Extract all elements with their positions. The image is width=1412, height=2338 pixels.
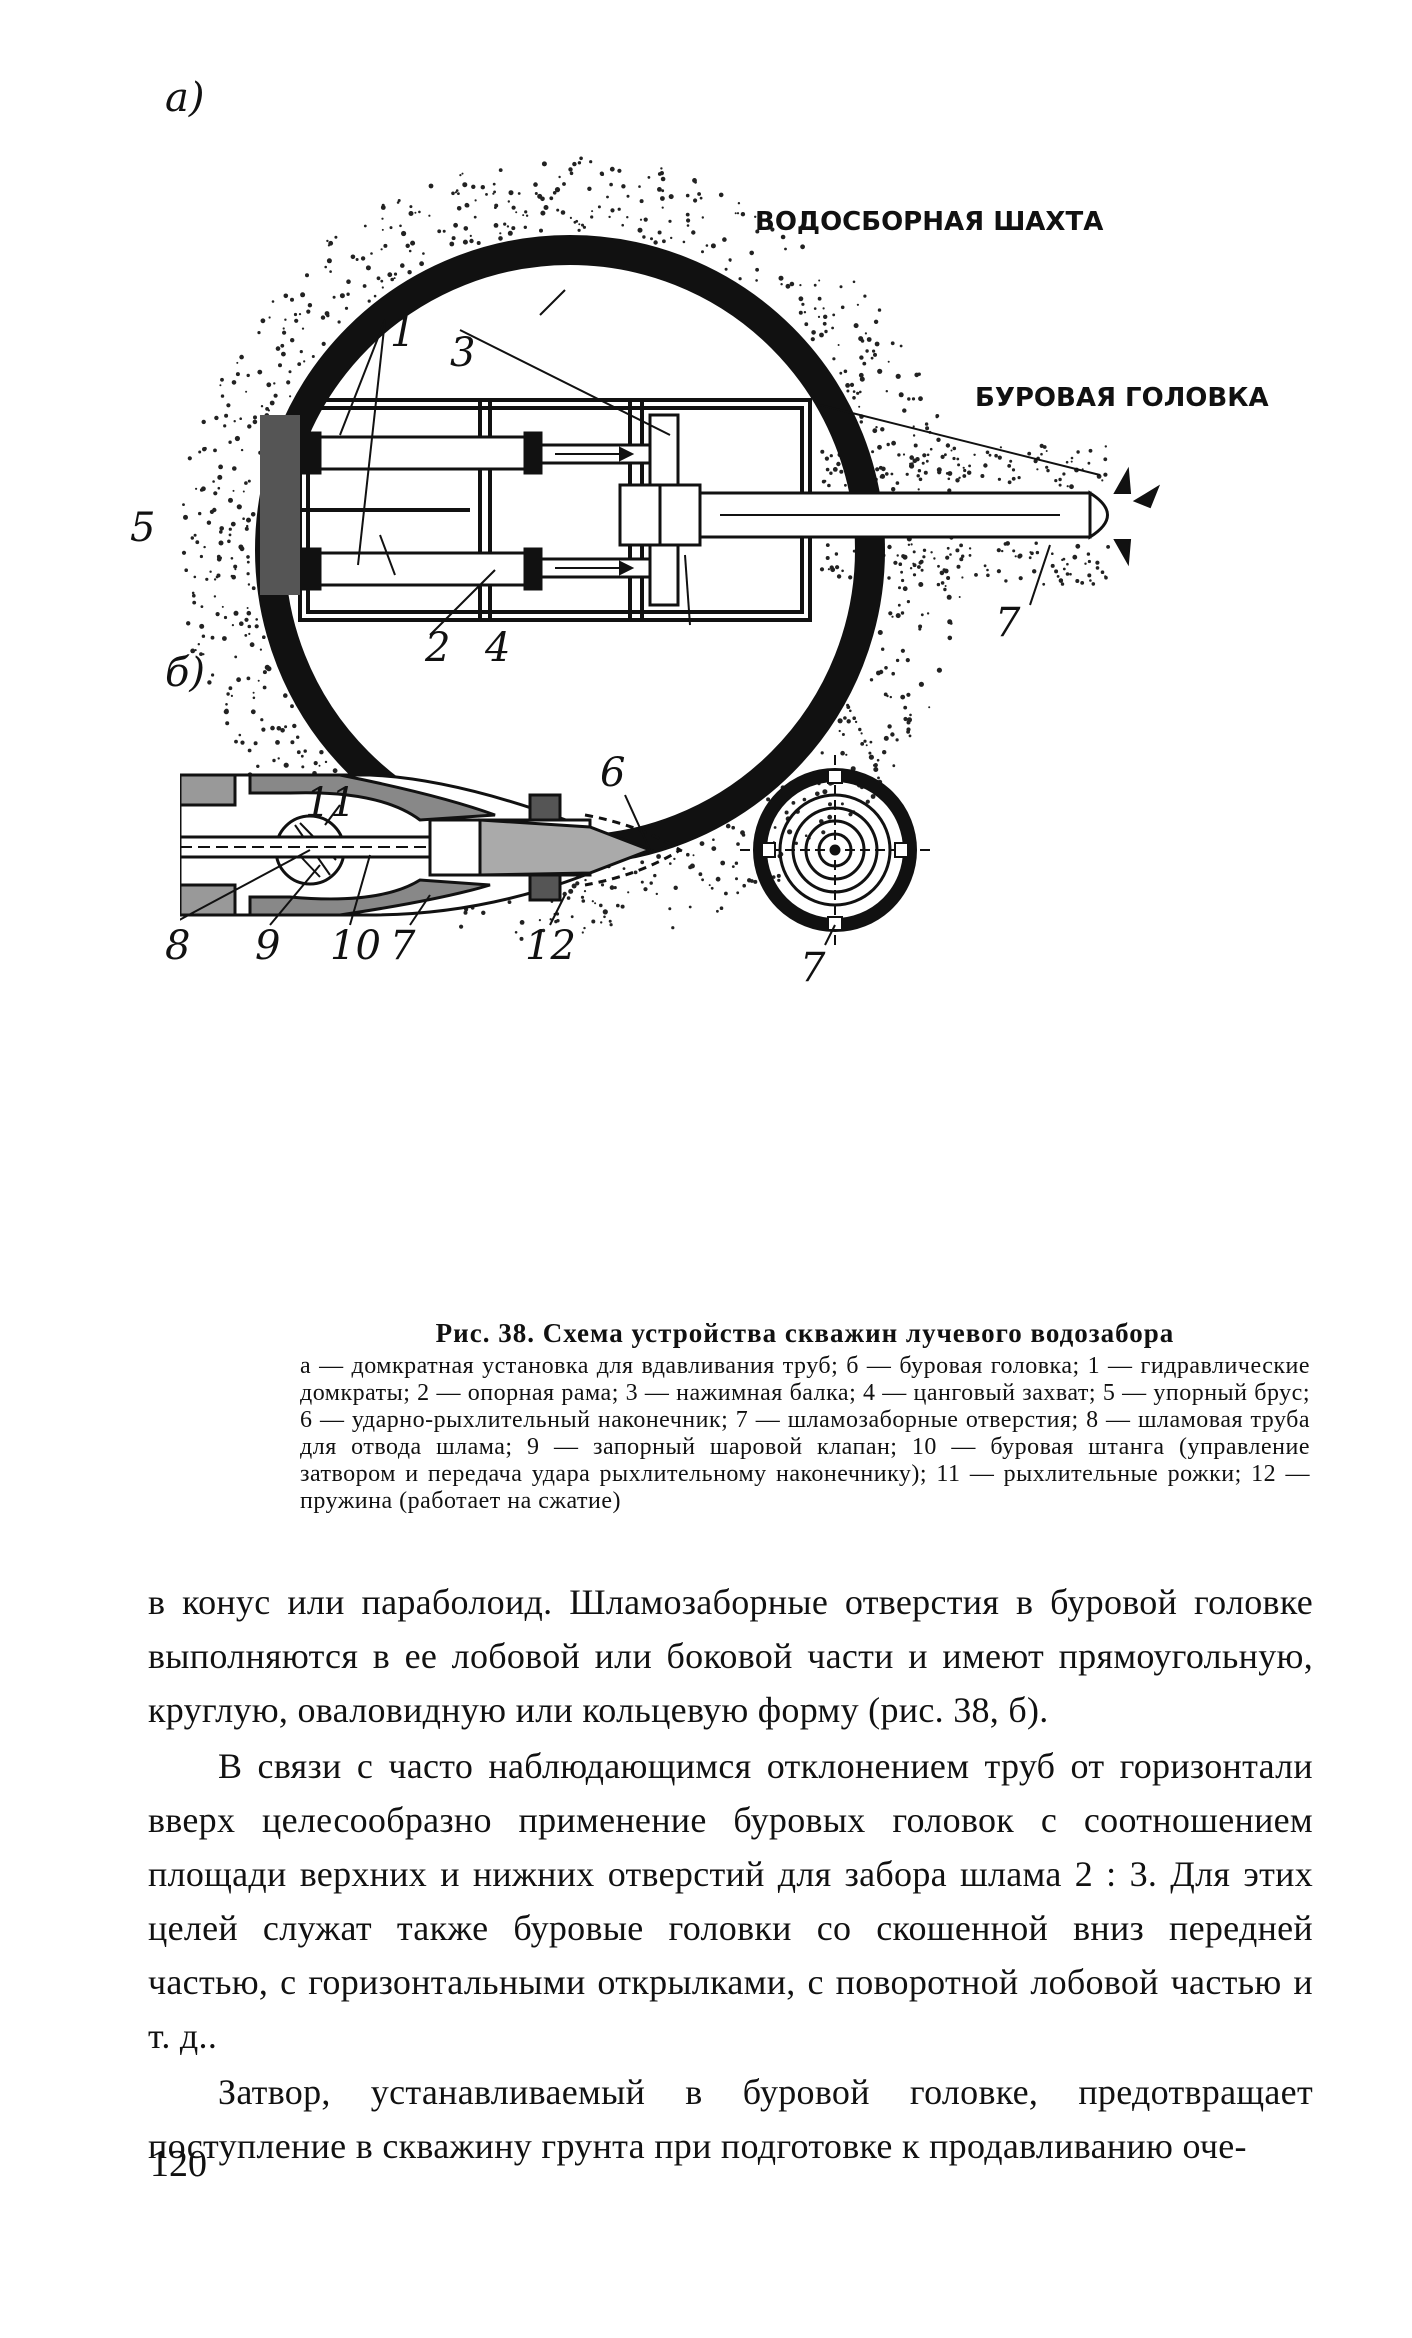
figure-drawing	[180, 156, 1161, 946]
drill-head-callout: БУРОВАЯ ГОЛОВКА	[975, 383, 1269, 413]
label-10: 10	[330, 923, 381, 969]
label-6: 6	[600, 750, 626, 796]
label-7-b: 7	[390, 923, 416, 969]
paragraph-2: В связи с часто наблюдающимся отклонение…	[148, 1746, 1313, 2056]
leader-lines-a	[339, 289, 1101, 636]
paragraph-1: в конус или параболоид. Шламозаборные от…	[148, 1582, 1313, 1730]
label-1: 1	[390, 310, 416, 356]
panel-b-label: б)	[165, 650, 206, 696]
panel-a-label: а)	[165, 75, 205, 121]
thrust-block	[260, 415, 300, 595]
label-5: 5	[130, 505, 156, 551]
shaft-callout: ВОДОСБОРНАЯ ШАХТА	[755, 207, 1104, 237]
drill-head-section	[180, 773, 683, 917]
flow-arrows	[555, 446, 1161, 576]
figure-caption: Рис. 38. Схема устройства скважин лучево…	[300, 1318, 1310, 1515]
label-11: 11	[305, 780, 356, 826]
label-7-a: 7	[995, 600, 1021, 646]
leader-lines-b	[180, 794, 651, 926]
caption-title: Рис. 38. Схема устройства скважин лучево…	[435, 1318, 1175, 1348]
label-9: 9	[255, 923, 281, 969]
paragraph-3: Затвор, устанавливаемый в буровой головк…	[148, 2072, 1313, 2166]
label-4: 4	[485, 625, 511, 671]
page-number: 120	[150, 2143, 207, 2185]
label-7-c: 7	[800, 945, 826, 991]
drill-head-end-view	[740, 755, 930, 946]
thrust-beam	[618, 413, 702, 607]
label-8: 8	[165, 923, 191, 969]
label-3: 3	[450, 330, 476, 376]
caption-text: а — домкратная установка для вдавливания…	[300, 1353, 1310, 1514]
drill-pipe	[698, 490, 1109, 540]
figure-38: а) б) ВОДОСБОРНАЯ ШАХТА БУРОВАЯ ГОЛОВКА …	[130, 75, 1360, 1325]
label-2: 2	[425, 625, 451, 671]
label-12: 12	[525, 923, 576, 969]
body-text: в конус или параболоид. Шламозаборные от…	[148, 1575, 1313, 2173]
